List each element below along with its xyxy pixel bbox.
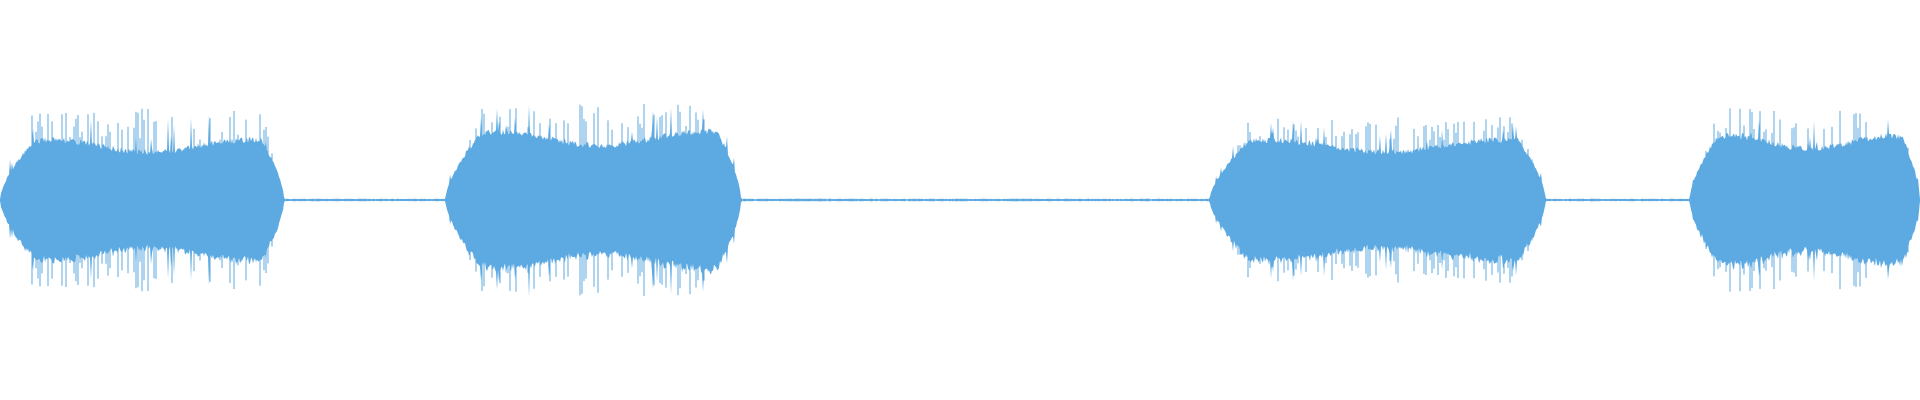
waveform-body xyxy=(0,105,1920,297)
